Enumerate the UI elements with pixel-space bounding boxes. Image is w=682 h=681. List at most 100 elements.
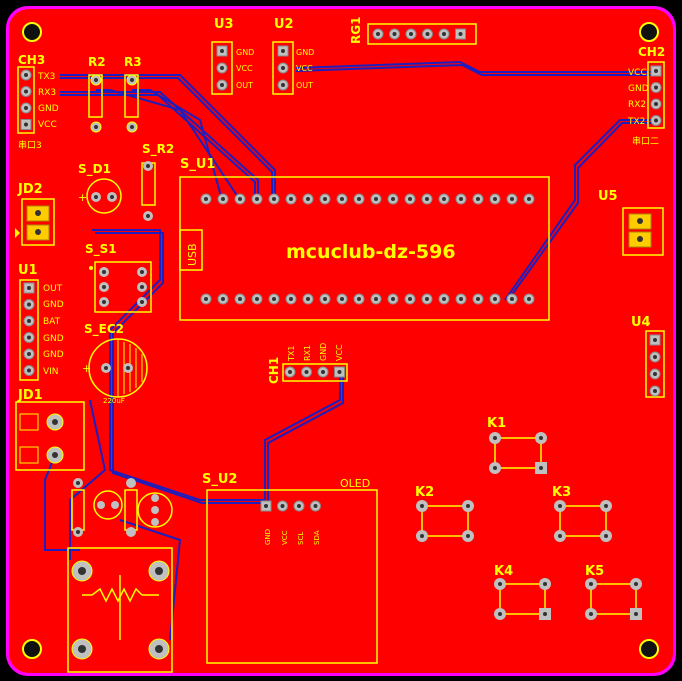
oled-pads-pad-hole (313, 504, 318, 508)
u1-pads-pad-hole (27, 302, 31, 307)
ch3-pads-pad-hole (24, 89, 28, 94)
mounting-holes (22, 22, 659, 659)
oled-pin-sda: SDA (313, 530, 321, 545)
switch-s-s1: S_S1 (85, 242, 152, 313)
s-ec2-label: S_EC2 (84, 322, 124, 337)
mcu-top-pads-pad-hole (510, 197, 514, 201)
u3-pin-out: OUT (236, 81, 253, 90)
oled-label: OLED (340, 477, 370, 490)
mcu-top-pads-pad-hole (289, 197, 293, 201)
s-s1-label: S_S1 (85, 242, 117, 257)
jd1-label: JD1 (17, 388, 43, 403)
rg1-pads-pad-hole (425, 32, 430, 36)
svg-text:+: + (78, 191, 87, 204)
module-u2: U2 GND VCC OUT (272, 17, 314, 95)
mcu-bot-pads-pad-hole (459, 297, 463, 301)
oled-pads-pad-hole (280, 504, 285, 508)
module-u1: U1 OUT GND BAT GND GND VIN (18, 263, 64, 381)
s-d1-label: S_D1 (78, 162, 111, 177)
mcu-top-pads-pad-hole (340, 197, 344, 201)
u2-pads-pad-hole (281, 66, 285, 70)
mcu-top-pads-pad-hole (408, 197, 412, 201)
oled-pin-gnd: GND (264, 529, 272, 545)
u1-pads-pad-hole (27, 335, 31, 340)
ch3-header: CH3 TX3 RX3 GND VCC 串口3 (17, 53, 59, 151)
u1-pin-bat: BAT (43, 317, 61, 327)
ch1-header: CH1 TX1 RX1 GND VCC (267, 343, 348, 384)
u2-pin-vcc: VCC (296, 64, 313, 73)
u1-pads-pad-hole (27, 286, 31, 290)
ch1-pads-pad-hole (288, 370, 292, 374)
ch1-pin-vcc: VCC (335, 344, 344, 361)
mcu-bot-pads-pad-hole (289, 297, 293, 301)
ch2-pads-pad-hole (654, 85, 658, 90)
s-r2-label: S_R2 (142, 142, 174, 157)
u4-pads-pad-hole (653, 389, 657, 393)
mcu-bot-pads-pad-hole (323, 297, 327, 301)
u1-label: U1 (18, 263, 38, 278)
u4-pads-pad-hole (653, 338, 657, 342)
mcu-bot-pads-pad-hole (221, 297, 225, 301)
mcu-bot-pads-pad-hole (374, 297, 378, 301)
mcu-top-pads-pad-hole (425, 197, 429, 201)
u1-pads-pad-hole (27, 368, 31, 373)
capacitor-s-ec2: S_EC2 + 220uF (82, 322, 148, 405)
ch2-pin-tx2: TX2 (627, 117, 645, 127)
mcu-top-pads-pad-hole (272, 197, 276, 201)
ch2-header: CH2 VCC GND RX2 TX2 串口二 (627, 45, 665, 147)
u3-pin-vcc: VCC (236, 64, 253, 73)
rg1-label: RG1 (349, 17, 363, 44)
u4-pads-pad-hole (653, 355, 657, 359)
module-u5: U5 (598, 189, 664, 256)
u5-label: U5 (598, 189, 618, 204)
r2-label: R2 (88, 55, 106, 69)
k5-label: K5 (585, 564, 604, 579)
s-u1-label: S_U1 (180, 157, 215, 172)
ch2-pin-rx2: RX2 (628, 100, 646, 110)
ch1-label: CH1 (267, 357, 281, 384)
oled-pin-vcc: VCC (281, 530, 289, 545)
ch1-pads-pad-hole (321, 370, 325, 374)
ch2-pads-pad-hole (654, 69, 658, 73)
mcu-top-pads-pad-hole (493, 197, 497, 201)
mcu-bot-pads-pad-hole (476, 297, 480, 301)
mcu-top-pads-pad-hole (527, 197, 531, 201)
traces (44, 60, 655, 641)
r3-label: R3 (124, 55, 142, 69)
key-k2: K2 (415, 485, 474, 542)
module-u4: U4 (631, 315, 665, 398)
oled-pin-scl: SCL (297, 532, 305, 545)
mcu-bot-pads-pad-hole (425, 297, 429, 301)
usb-label: USB (186, 243, 199, 266)
mcu-bot-pads-pad-hole (442, 297, 446, 301)
resistor-s-r2: S_R2 (141, 142, 174, 221)
mcu-bot-pads-pad-hole (408, 297, 412, 301)
u1-pin-vin: VIN (43, 367, 59, 377)
ch3-pads-pad-hole (24, 106, 28, 110)
k3-label: K3 (552, 485, 571, 500)
mcu-bot-pads-pad-hole (255, 297, 259, 301)
u1-pin-gnd-2: GND (43, 334, 64, 344)
u2-pin-out: OUT (296, 81, 313, 90)
u3-label: U3 (214, 17, 234, 32)
ch3-pads-pad-hole (24, 122, 28, 127)
oled-pads-pad-hole (264, 504, 268, 508)
mcu-top-pads-pad-hole (238, 197, 242, 201)
key-k4: K4 (494, 564, 551, 620)
ch2-sub-label: 串口二 (632, 136, 659, 147)
copper-pour (9, 9, 673, 673)
u3-pin-gnd: GND (236, 48, 254, 57)
mcu-top-pads-pad-hole (442, 197, 446, 201)
u3-pads-pad-hole (220, 66, 224, 70)
resistor-r3: R3 (124, 55, 142, 133)
key-k5: K5 (585, 564, 642, 620)
u2-label: U2 (274, 17, 294, 32)
ch3-pin-tx3: TX3 (37, 72, 55, 82)
mcu-top-pads-pad-hole (374, 197, 378, 201)
ch1-pads-pad-hole (337, 370, 342, 374)
mcu-bot-pads-pad-hole (493, 297, 497, 301)
u1-pads-pad-hole (27, 352, 31, 356)
u1-pin-out: OUT (43, 284, 63, 294)
header-rg1: RG1 (349, 17, 477, 45)
